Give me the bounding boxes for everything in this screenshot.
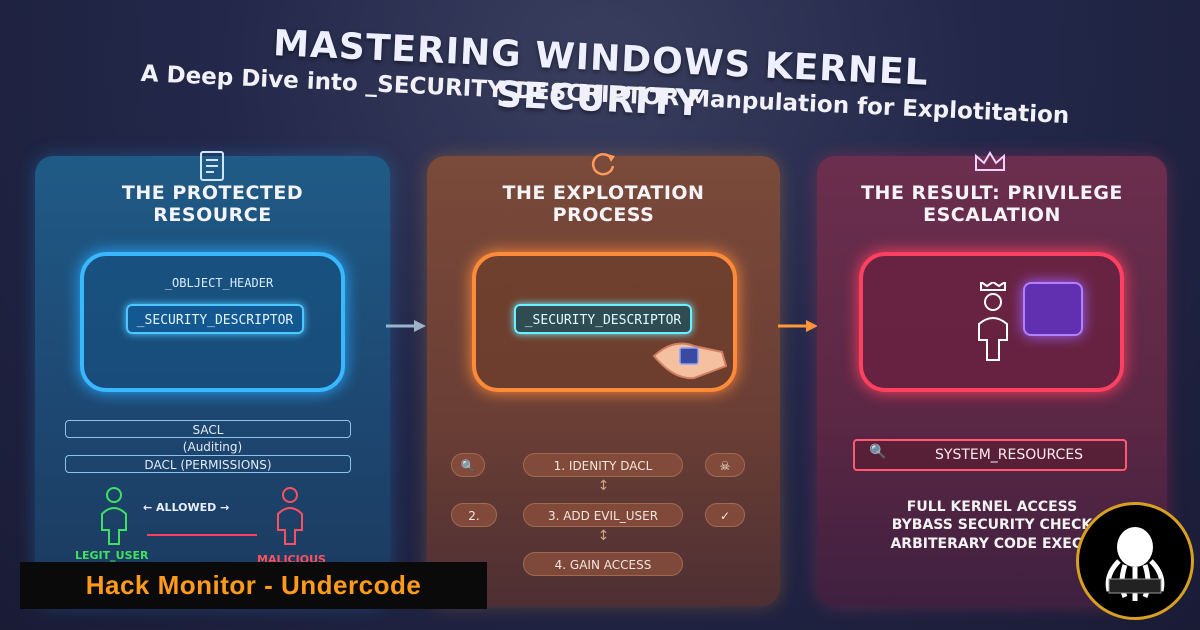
security-descriptor-box: _SECURITY_DESCRIPTOR	[126, 304, 304, 334]
admin-user-icon	[973, 280, 1013, 366]
legit-user-label: LEGIT_USER	[75, 549, 149, 562]
system-resources-box: SYSTEM_RESOURCES	[853, 439, 1127, 471]
result-line-1: FULL KERNEL ACCESS	[906, 499, 1078, 515]
security-descriptor-box: _SECURITY_DESCRIPTOR	[514, 304, 692, 334]
result-panel: THE RESULT: PRIVILEGE ESCALATION SYSTEM_…	[817, 151, 1167, 606]
document-icon	[192, 150, 232, 186]
exploitation-panel: THE EXPLOTATION PROCESS _SECURITY_DESCRI…	[427, 153, 780, 606]
panel-title: THE PROTECTED RESOURCE	[121, 182, 304, 226]
step-2-label: 2.	[451, 503, 497, 527]
octopus-logo	[1076, 502, 1194, 620]
system-resources-label: SYSTEM_RESOURCES	[935, 447, 1084, 463]
object-shield	[859, 252, 1124, 392]
down-arrow-icon: ↕	[597, 478, 610, 494]
search-icon: 🔍	[451, 453, 485, 477]
sacl-row: SACL	[65, 420, 351, 438]
crown-icon	[970, 150, 1010, 186]
step-add-evil-user: 3. ADD EVIL_USER	[523, 503, 683, 527]
panel-title: THE RESULT: PRIVILEGE ESCALATION	[861, 182, 1123, 226]
search-icon: 🔍	[869, 444, 887, 460]
refresh-icon	[583, 150, 623, 186]
brand-banner: Hack Monitor - Undercode	[20, 562, 487, 609]
down-arrow-icon: ↕	[597, 528, 610, 544]
object-header-label: _OBLJECT_HEADER	[164, 276, 274, 290]
auditing-label: (Auditing)	[182, 440, 243, 454]
object-shield: _SECURITY_DESCRIPTOR	[472, 252, 737, 392]
step-identify-dacl: 1. IDENITY DACL	[523, 453, 683, 477]
hand-pointer-icon	[644, 326, 734, 390]
dacl-row: DACL (PERMISSIONS)	[65, 455, 351, 473]
result-line-3: ARBITERARY CODE EXECU	[890, 536, 1094, 552]
check-icon: ✓	[705, 503, 745, 527]
arrow-right-icon	[778, 318, 818, 332]
object-shield: _OBLJECT_HEADER _SECURITY_DESCRIPTOR	[80, 252, 345, 392]
arrow-right-icon	[386, 318, 426, 332]
skull-icon: ☠	[705, 453, 745, 477]
panel-title: THE EXPLOTATION PROCESS	[502, 182, 705, 226]
step-gain-access: 4. GAIN ACCESS	[523, 552, 683, 576]
blocked-arrow	[147, 534, 257, 536]
vault-icon	[1023, 282, 1083, 336]
malicious-user-icon	[273, 486, 307, 550]
allowed-label: ← ALLOWED →	[143, 501, 230, 514]
legit-user-icon	[97, 486, 131, 550]
result-line-2: BYBASS SECURITY CHECK	[891, 517, 1093, 533]
protected-resource-panel: THE PROTECTED RESOURCE _OBLJECT_HEADER _…	[35, 151, 390, 606]
